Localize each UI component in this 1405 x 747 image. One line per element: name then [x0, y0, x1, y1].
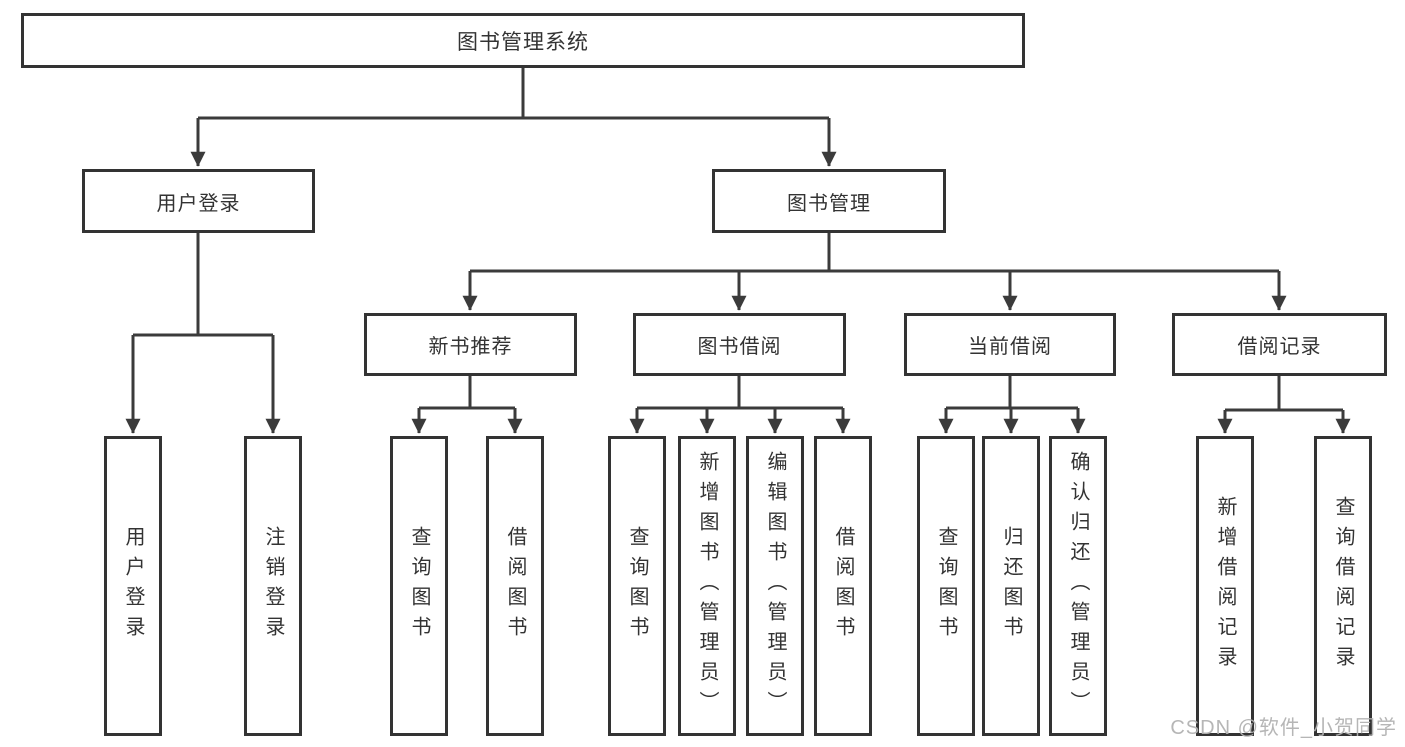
- leaf-query-books-3-label: 查询图书: [935, 526, 957, 646]
- leaf-query-books-3: 查询图书: [917, 436, 975, 736]
- leaf-borrow-books-2: 借阅图书: [814, 436, 872, 736]
- node-new-book-recommend: 新书推荐: [364, 313, 577, 376]
- leaf-confirm-return-admin-label: 确认归还（管理员）: [1067, 451, 1089, 721]
- node-library-management-system: 图书管理系统: [21, 13, 1025, 68]
- leaf-query-books-2-label: 查询图书: [626, 526, 648, 646]
- leaf-borrow-books-1-label: 借阅图书: [504, 526, 526, 646]
- leaf-return-books-label: 归还图书: [1000, 526, 1022, 646]
- node-book-borrow: 图书借阅: [633, 313, 846, 376]
- leaf-user-login-label: 用户登录: [122, 526, 144, 646]
- leaf-add-book-admin: 新增图书（管理员）: [678, 436, 736, 736]
- leaf-add-borrow-record: 新增借阅记录: [1196, 436, 1254, 736]
- leaf-borrow-books-1: 借阅图书: [486, 436, 544, 736]
- node-borrow-records: 借阅记录: [1172, 313, 1387, 376]
- node-current-borrow: 当前借阅: [904, 313, 1116, 376]
- leaf-add-borrow-record-label: 新增借阅记录: [1214, 496, 1236, 676]
- leaf-borrow-books-2-label: 借阅图书: [832, 526, 854, 646]
- leaf-query-books-1-label: 查询图书: [408, 526, 430, 646]
- leaf-query-borrow-record: 查询借阅记录: [1314, 436, 1372, 736]
- leaf-query-borrow-record-label: 查询借阅记录: [1332, 496, 1354, 676]
- leaf-logout: 注销登录: [244, 436, 302, 736]
- leaf-user-login: 用户登录: [104, 436, 162, 736]
- node-user-login: 用户登录: [82, 169, 315, 233]
- leaf-edit-book-admin-label: 编辑图书（管理员）: [764, 451, 786, 721]
- leaf-return-books: 归还图书: [982, 436, 1040, 736]
- node-book-management: 图书管理: [712, 169, 946, 233]
- csdn-watermark: CSDN @软件_小贺同学: [1170, 717, 1397, 739]
- leaf-confirm-return-admin: 确认归还（管理员）: [1049, 436, 1107, 736]
- leaf-query-books-1: 查询图书: [390, 436, 448, 736]
- leaf-query-books-2: 查询图书: [608, 436, 666, 736]
- leaf-edit-book-admin: 编辑图书（管理员）: [746, 436, 804, 736]
- leaf-add-book-admin-label: 新增图书（管理员）: [696, 451, 718, 721]
- leaf-logout-label: 注销登录: [262, 526, 284, 646]
